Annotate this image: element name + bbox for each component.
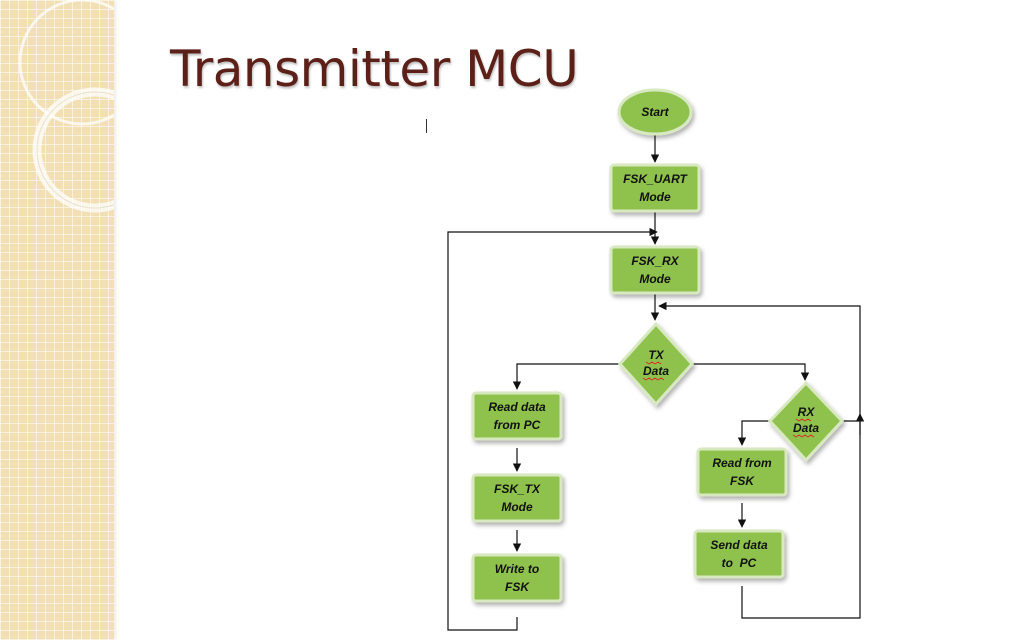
send-data-label-line2: to PC <box>722 556 757 570</box>
fsk-uart-label-line2: Mode <box>639 190 671 204</box>
connectors <box>447 135 865 631</box>
write-fsk-label-line1: Write to <box>495 562 539 576</box>
read-data-label-line2: from PC <box>494 418 541 432</box>
start-node: Start <box>617 88 693 136</box>
fsk-rx-label-line2: Mode <box>639 272 671 286</box>
fsk-tx-label-line1: FSK_TX <box>494 482 541 496</box>
read-data-from-pc-node: Read data from PC <box>471 391 563 441</box>
tx-data-label-line2: Data <box>643 364 669 378</box>
rx-data-decision: RX Data <box>767 380 845 463</box>
fsk-tx-mode-node: FSK_TX Mode <box>471 473 563 523</box>
read-fsk-label-line2: FSK <box>730 474 755 488</box>
read-from-fsk-node: Read from FSK <box>696 447 788 497</box>
decorative-rings <box>18 0 114 213</box>
write-fsk-label-line2: FSK <box>505 580 530 594</box>
tx-data-decision: TX Data <box>617 321 695 407</box>
fsk-tx-label-line2: Mode <box>501 500 533 514</box>
tx-data-label-line1: TX <box>648 348 664 362</box>
send-data-to-pc-node: Send data to PC <box>693 529 785 579</box>
rx-data-label-line1: RX <box>798 405 816 419</box>
write-to-fsk-node: Write to FSK <box>471 553 563 603</box>
branch-tx-left <box>512 363 620 390</box>
branch-tx-right <box>692 363 810 381</box>
loop-line-left <box>447 227 658 631</box>
start-label: Start <box>641 105 669 119</box>
read-fsk-label-line1: Read from <box>712 456 772 470</box>
fsk-rx-mode-node: FSK_RX Mode <box>609 245 701 295</box>
branch-rx-left <box>737 420 769 446</box>
read-data-label-line1: Read data <box>488 400 546 414</box>
fsk-uart-mode-node: FSK_UART Mode <box>609 163 701 213</box>
slide-title: Transmitter MCU <box>170 40 579 98</box>
text-cursor <box>426 119 427 133</box>
loop-line-right <box>658 301 861 619</box>
fsk-rx-label-line1: FSK_RX <box>631 254 679 268</box>
send-data-label-line1: Send data <box>710 538 768 552</box>
rx-data-label-line2: Data <box>793 421 819 435</box>
decorative-sidebar <box>0 0 114 640</box>
fsk-uart-label-line1: FSK_UART <box>623 172 688 186</box>
